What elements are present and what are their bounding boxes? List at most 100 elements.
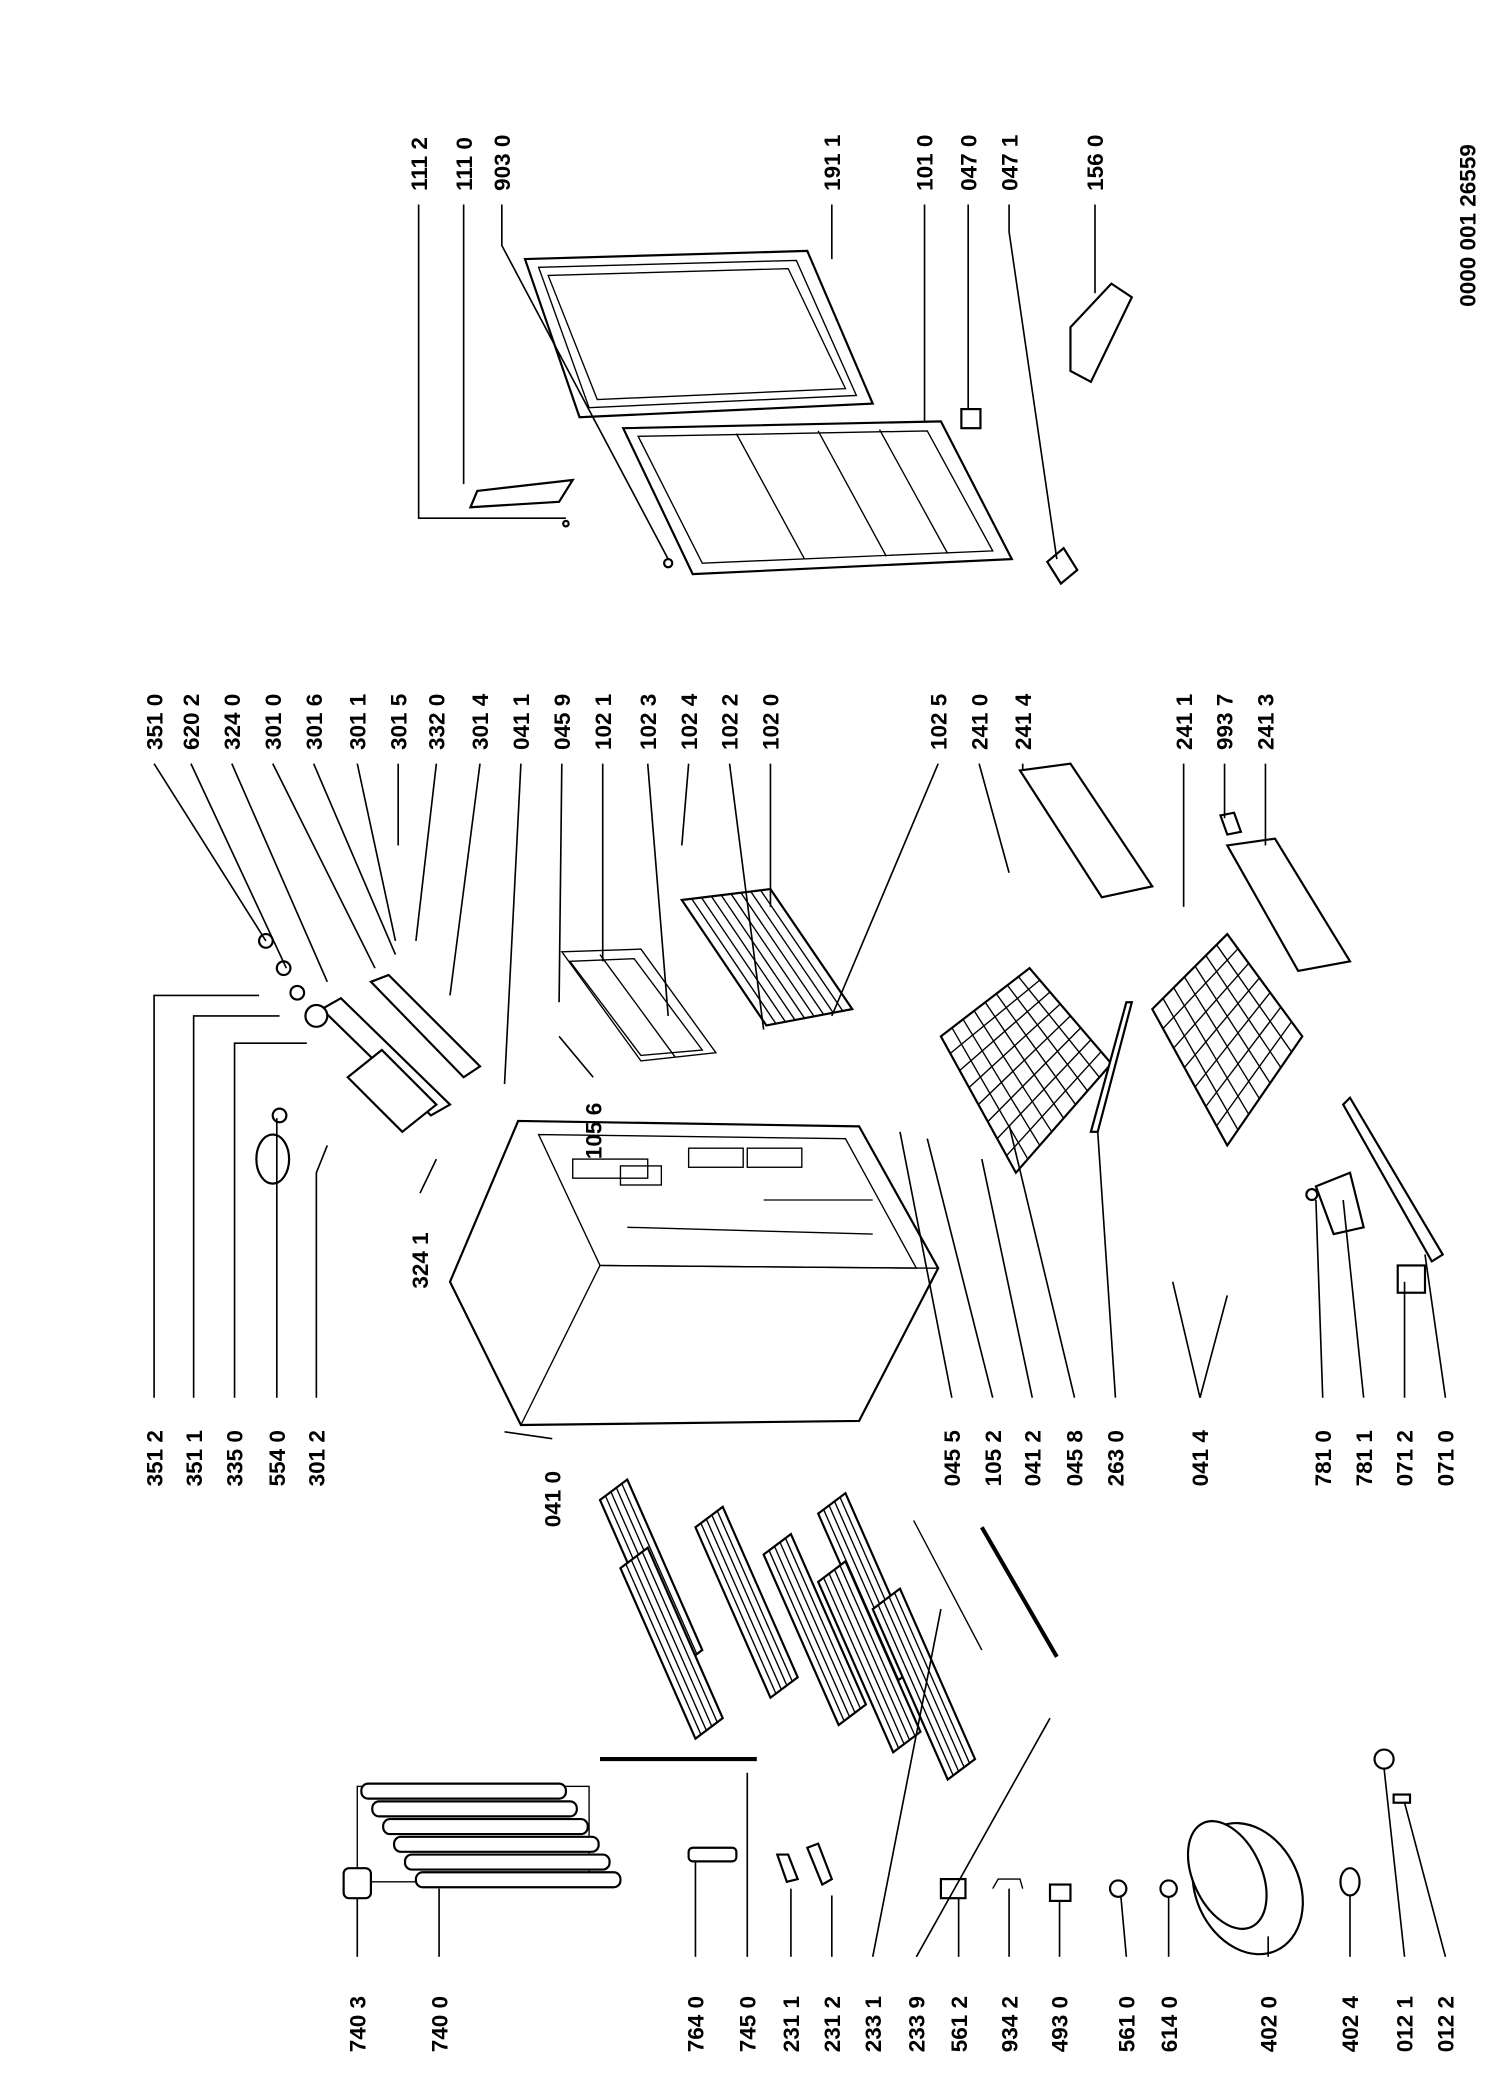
leader-line <box>356 763 397 942</box>
part-label: 231 2 <box>820 1996 845 2052</box>
part-label: 241 1 <box>1172 694 1197 750</box>
leader-line <box>899 1131 953 1398</box>
leader-line <box>500 204 669 560</box>
part-label: 012 2 <box>1434 1996 1459 2052</box>
part-label: 301 5 <box>386 694 411 750</box>
leader-line <box>1383 1768 1406 1957</box>
part-label: 102 5 <box>926 694 951 750</box>
part-label: 045 5 <box>940 1430 965 1486</box>
part-drawings <box>255 249 1445 1956</box>
leader-line <box>1008 1124 1076 1398</box>
leader-line <box>233 1042 307 1398</box>
part-label: 111 2 <box>407 137 432 191</box>
leader-line <box>871 1608 942 1957</box>
part-label: 351 0 <box>142 694 167 750</box>
leader-line <box>192 1015 280 1398</box>
part-label: 493 0 <box>1048 1996 1073 2052</box>
leader-line <box>315 1145 329 1398</box>
part-label: 740 3 <box>345 1996 370 2052</box>
part-label: 102 2 <box>718 694 743 750</box>
part-label: 233 9 <box>905 1996 930 2052</box>
leader-line <box>1424 1254 1447 1398</box>
part-label: 041 4 <box>1188 1430 1213 1487</box>
leader-line <box>1008 204 1058 560</box>
part-label: 934 2 <box>997 1996 1022 2052</box>
part-label: 781 1 <box>1352 1430 1377 1486</box>
leader-line <box>231 763 329 983</box>
part-label: 324 1 <box>408 1232 433 1288</box>
leader-line <box>1171 1281 1229 1398</box>
part-label: 047 1 <box>997 135 1022 191</box>
part-label: 332 0 <box>425 694 450 750</box>
leader-line <box>312 763 397 955</box>
part-label: 301 1 <box>345 694 370 750</box>
leader-line <box>271 763 376 969</box>
leader-line <box>558 763 563 1003</box>
compressor <box>1186 1820 1304 1956</box>
leader-line <box>926 1138 994 1398</box>
part-label: 351 1 <box>182 1430 207 1486</box>
part-label: 102 3 <box>636 694 661 750</box>
leader-line <box>981 1158 1034 1398</box>
basket-upper <box>939 966 1113 1175</box>
part-label: 071 0 <box>1434 1430 1459 1486</box>
part-label: 903 0 <box>490 135 515 191</box>
part-label: 620 2 <box>179 694 204 750</box>
rail <box>913 1520 983 1651</box>
part-label: 102 4 <box>677 693 702 750</box>
drawer <box>679 887 855 1027</box>
leader-line <box>449 763 481 996</box>
part-label: 102 0 <box>759 694 784 750</box>
part-label: 301 4 <box>468 693 493 750</box>
part-label: 781 0 <box>1311 1430 1336 1486</box>
door <box>621 420 1014 576</box>
part-label: 041 2 <box>1020 1430 1045 1486</box>
part-label: 263 0 <box>1104 1430 1129 1486</box>
part-label: 351 2 <box>142 1430 167 1486</box>
part-label: 241 0 <box>967 694 992 750</box>
drawer-flaps <box>1018 762 1352 1133</box>
part-label: 241 4 <box>1011 693 1036 750</box>
leader-line <box>503 763 522 1085</box>
leader-line <box>153 994 260 1398</box>
rail-bar <box>980 1526 1059 1658</box>
leader-line <box>415 763 438 942</box>
condenser <box>356 1782 622 1889</box>
part-label: 102 1 <box>591 694 616 750</box>
leader-line <box>153 763 267 942</box>
part-label: 012 1 <box>1393 1996 1418 2052</box>
leader-line <box>681 763 690 846</box>
control-panel <box>255 933 482 1185</box>
part-label: 335 0 <box>223 1430 248 1486</box>
part-label: 561 2 <box>947 1996 972 2052</box>
leader-line <box>1403 1802 1447 1958</box>
drawing-number: 0000 001 26559 <box>1455 144 1480 307</box>
leader-line <box>558 1035 594 1078</box>
part-label: 301 0 <box>261 694 286 750</box>
part-label: 105 2 <box>981 1430 1006 1486</box>
part-label: 745 0 <box>735 1996 760 2052</box>
leader-line <box>831 763 939 1017</box>
leader-line <box>728 763 765 1030</box>
part-label: 156 0 <box>1083 135 1108 191</box>
leader-line <box>504 1431 553 1440</box>
leader-line <box>417 204 566 519</box>
part-label: 231 1 <box>779 1996 804 2052</box>
part-label: 993 7 <box>1213 694 1238 750</box>
part-label: 105 6 <box>581 1103 606 1159</box>
bottom-cover <box>1305 1095 1445 1294</box>
leader-line <box>190 763 288 969</box>
part-label: 047 0 <box>956 135 981 191</box>
cabinet <box>448 1119 940 1427</box>
leader-lines <box>153 204 1447 1958</box>
part-label: 740 0 <box>427 1996 452 2052</box>
door-hinge-parts <box>468 282 1134 586</box>
part-label: 301 2 <box>305 1430 330 1486</box>
part-label: 045 9 <box>550 694 575 750</box>
shelf-frame <box>560 948 718 1062</box>
leader-line <box>1096 1131 1117 1398</box>
door-gasket <box>523 249 875 419</box>
leader-line <box>1315 1199 1324 1398</box>
